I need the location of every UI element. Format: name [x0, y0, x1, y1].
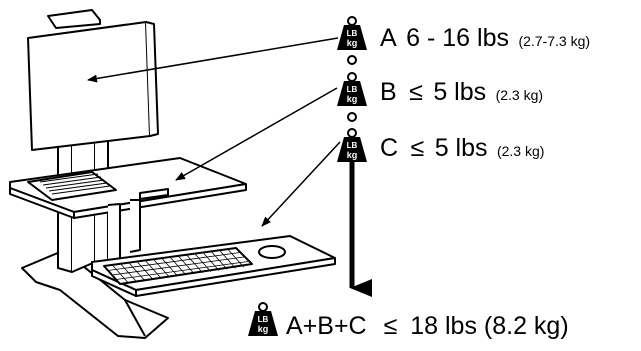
label-c-lbs: 5 lbs	[435, 134, 488, 162]
svg-text:LB: LB	[347, 85, 358, 94]
label-b-lbs: 5 lbs	[433, 78, 486, 106]
svg-text:A+B+C ≤ 18 lbs (8.: A+B+C ≤ 18 lbs (8.2 kg)	[286, 312, 569, 340]
label-total-limit: 18 lbs (8.2 kg)	[410, 312, 568, 340]
label-total-sum: A+B+C	[286, 312, 367, 340]
arrow-c	[261, 141, 341, 227]
label-a-kg: (2.7-7.3 kg)	[518, 33, 590, 49]
svg-text:A 6 - 16 lbs (2.7-: A 6 - 16 lbs (2.7-7.3 kg)	[380, 24, 590, 52]
keyboard-keys	[107, 248, 249, 284]
label-c-kg: (2.3 kg)	[497, 143, 544, 159]
monitor-mount	[47, 9, 101, 29]
svg-text:LB: LB	[347, 29, 358, 38]
label-a-lbs: 6 - 16 lbs	[406, 24, 509, 52]
label-total: A+B+C ≤ 18 lbs (8.2 kg)	[286, 312, 569, 340]
weight-chain	[347, 55, 357, 122]
document-tray	[27, 171, 117, 201]
svg-text:B ≤ 5 lbs (2: B ≤ 5 lbs (2.3 kg)	[380, 78, 543, 106]
pointer-arrows	[87, 37, 341, 227]
svg-text:LB: LB	[347, 141, 358, 150]
label-total-symbol: ≤	[384, 312, 398, 340]
mouse	[258, 245, 286, 259]
label-c-symbol: ≤	[411, 134, 425, 162]
label-c-letter: C	[380, 134, 398, 162]
label-b-letter: B	[380, 78, 397, 106]
weight-icon: LB kg	[248, 302, 278, 336]
svg-text:C ≤ 5 lbs (2: C ≤ 5 lbs (2.3 kg)	[380, 134, 544, 162]
label-a: A 6 - 16 lbs (2.7-7.3 kg)	[380, 24, 590, 52]
arrow-b	[175, 87, 338, 181]
svg-text:kg: kg	[347, 150, 358, 160]
monitor	[27, 21, 151, 151]
weight-icon: LB kg	[337, 16, 367, 50]
arrow-a	[87, 37, 339, 83]
weight-icon: LB kg	[337, 128, 367, 162]
svg-text:LB: LB	[258, 315, 269, 324]
standing-desk-illustration	[9, 9, 336, 339]
svg-text:kg: kg	[347, 94, 358, 104]
label-b-kg: (2.3 kg)	[496, 87, 543, 103]
weight-icon: LB kg	[337, 72, 367, 106]
label-c: C ≤ 5 lbs (2.3 kg)	[380, 134, 544, 162]
label-b: B ≤ 5 lbs (2.3 kg)	[380, 78, 543, 106]
svg-text:kg: kg	[347, 38, 358, 48]
svg-text:kg: kg	[258, 324, 269, 334]
label-a-letter: A	[380, 24, 397, 52]
label-b-symbol: ≤	[409, 78, 423, 106]
